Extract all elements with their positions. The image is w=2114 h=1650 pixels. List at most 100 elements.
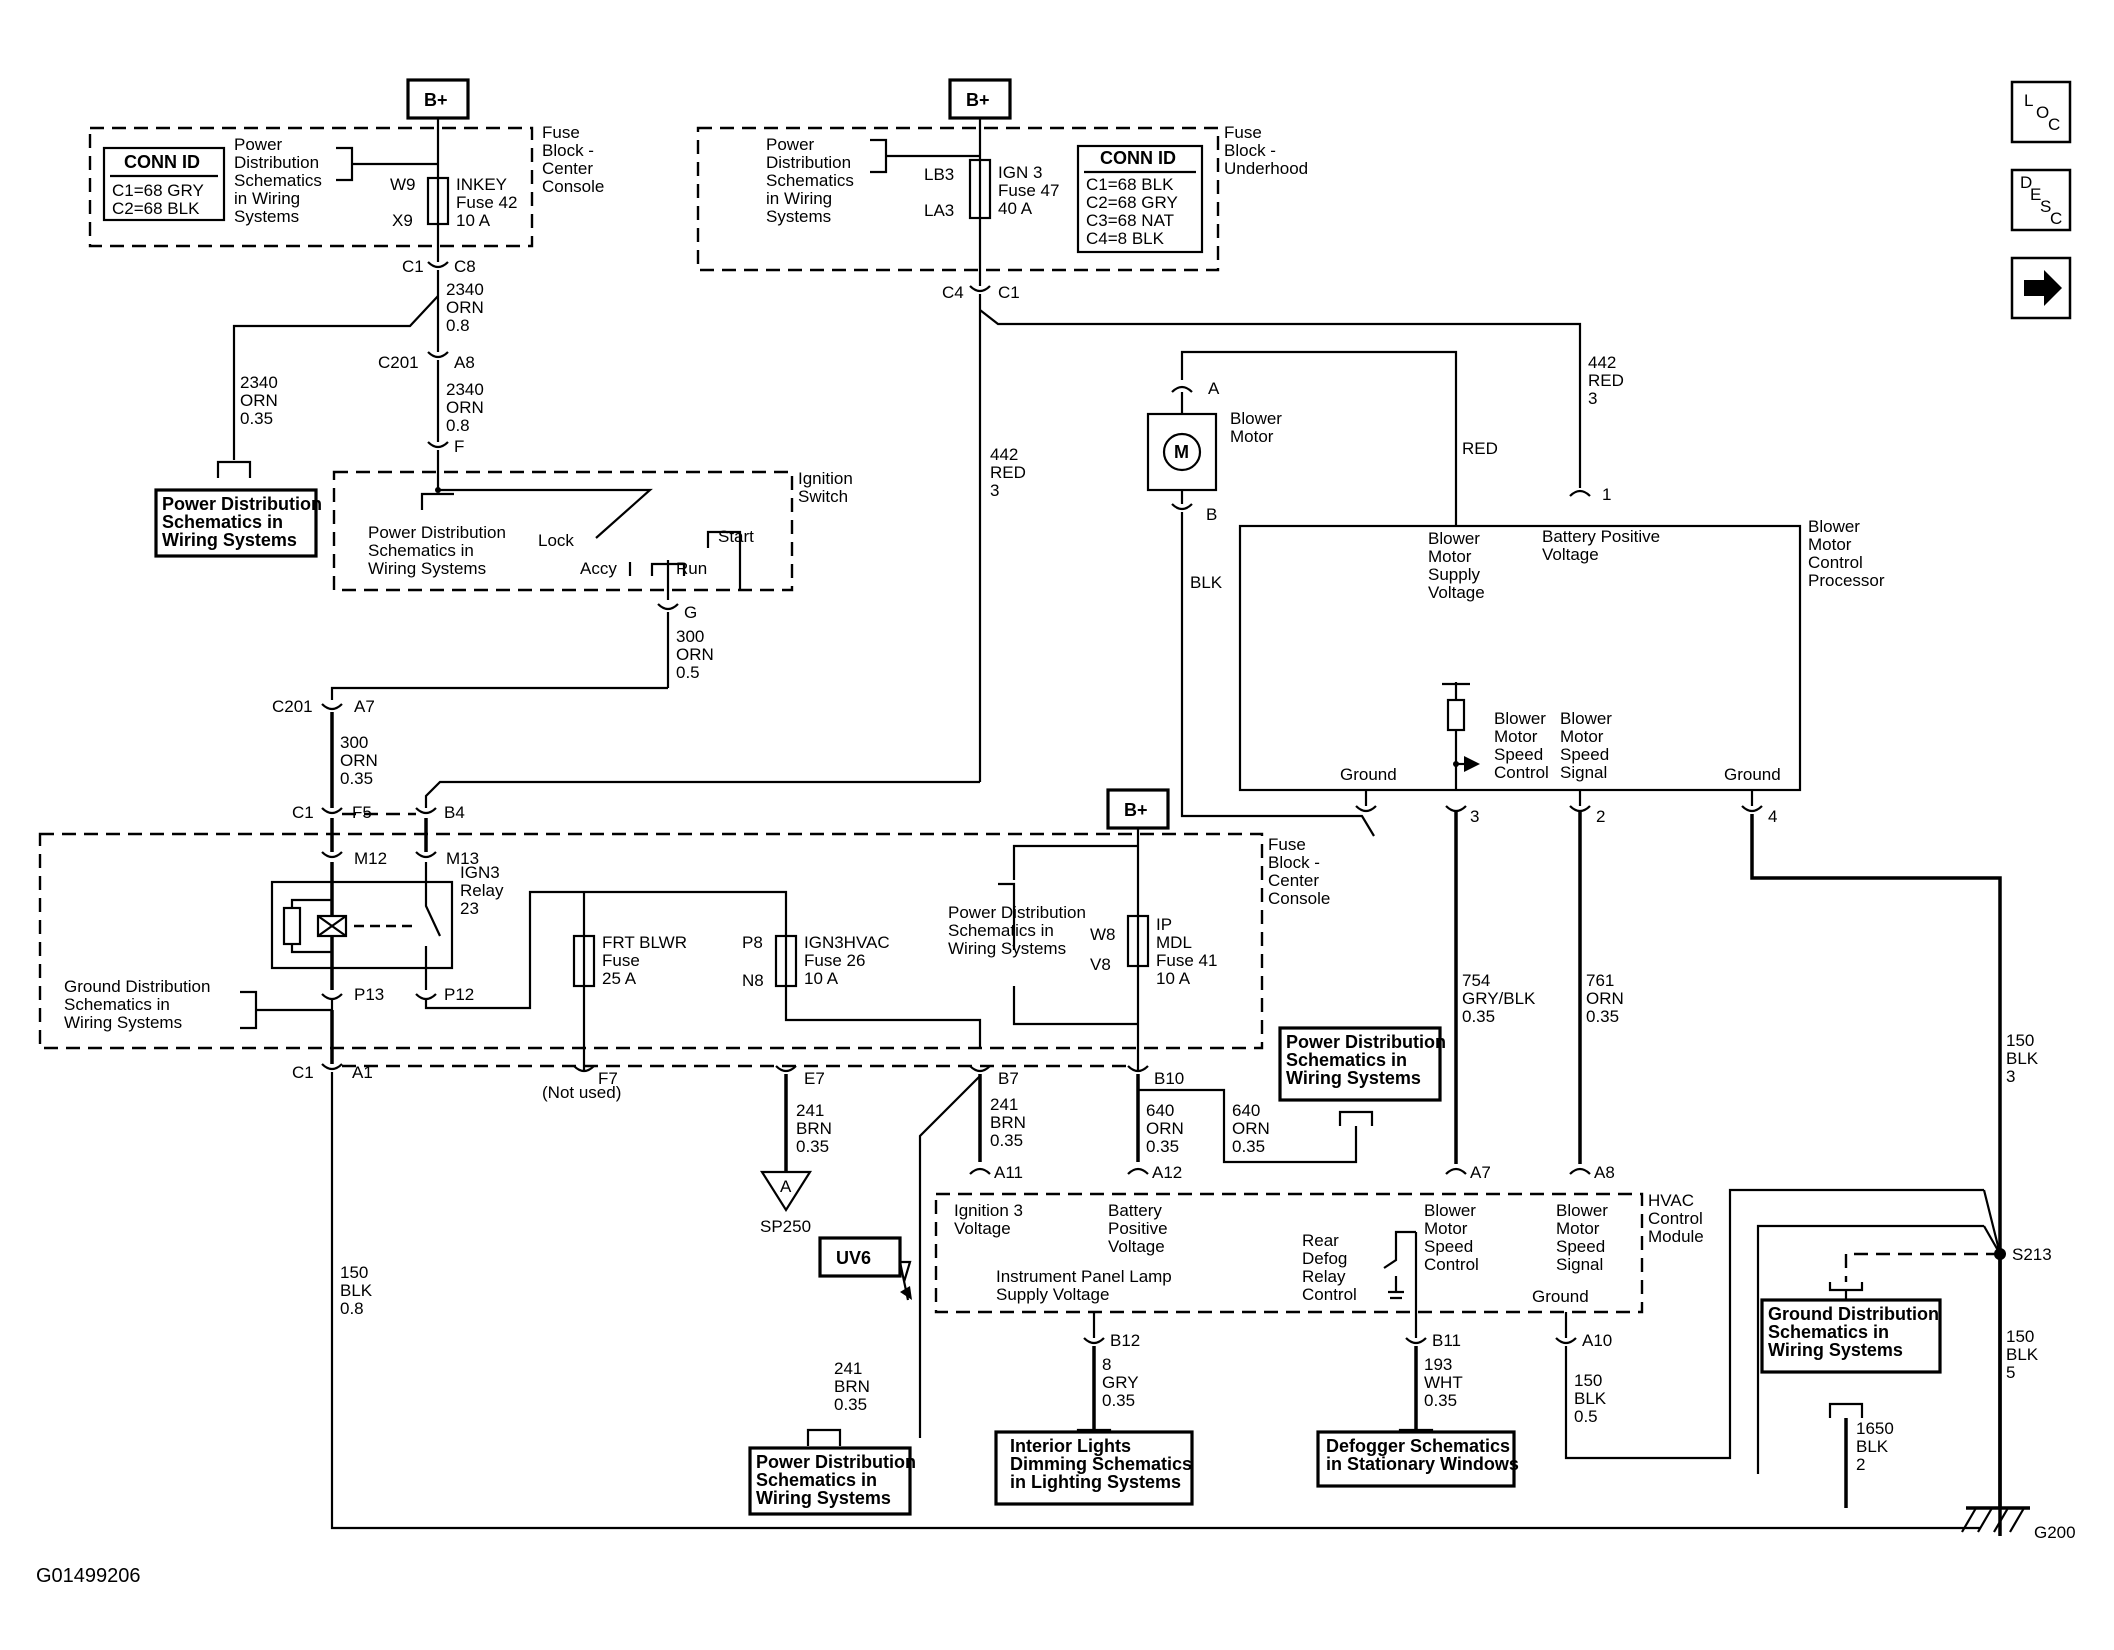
svg-text:Voltage: Voltage <box>954 1219 1011 1238</box>
svg-text:754: 754 <box>1462 971 1490 990</box>
connector-label: A8 <box>454 353 475 372</box>
wire-label-442-a: 442 RED 3 <box>990 445 1026 500</box>
svg-text:Wiring Systems: Wiring Systems <box>1768 1340 1903 1360</box>
svg-text:Speed: Speed <box>1560 745 1609 764</box>
svg-text:5: 5 <box>2006 1363 2015 1382</box>
connector-label: M13 <box>446 849 479 868</box>
next-arrow-button[interactable] <box>2010 256 2072 320</box>
connector-label: A7 <box>354 697 375 716</box>
bmcp-title: Blower Motor Control Processor <box>1808 517 1885 590</box>
hvac-ground: Ground <box>1532 1287 1589 1306</box>
svg-text:8: 8 <box>1102 1355 1111 1374</box>
connector-label: F7 <box>598 1069 618 1088</box>
wire-label-300-b: 300 ORN 0.35 <box>340 733 378 788</box>
connector-label: A12 <box>1152 1163 1182 1182</box>
svg-text:IGN3HVAC: IGN3HVAC <box>804 933 890 952</box>
wire-label-241-b: 241 BRN 0.35 <box>990 1095 1026 1150</box>
svg-text:0.35: 0.35 <box>834 1395 867 1414</box>
svg-text:Fuse: Fuse <box>542 123 580 142</box>
connector-label: C1 <box>292 803 314 822</box>
loc-button[interactable]: L O C <box>2010 80 2072 144</box>
svg-text:Ground Distribution: Ground Distribution <box>1768 1304 1939 1324</box>
svg-text:Motor: Motor <box>1556 1219 1600 1238</box>
svg-text:Motor: Motor <box>1560 727 1604 746</box>
svg-text:C1=68 BLK: C1=68 BLK <box>1086 175 1174 194</box>
svg-text:25 A: 25 A <box>602 969 637 988</box>
connector-label: P13 <box>354 985 384 1004</box>
desc-letter: E <box>2030 185 2041 204</box>
svg-text:Schematics in: Schematics in <box>368 541 474 560</box>
svg-text:Power: Power <box>234 135 283 154</box>
svg-text:Center: Center <box>1268 871 1319 890</box>
connector-label: C201 <box>378 353 419 372</box>
svg-text:2340: 2340 <box>446 380 484 399</box>
fuse-block-center-label: Fuse Block - Center Console <box>542 123 604 196</box>
connector-label: A7 <box>1470 1163 1491 1182</box>
desc-button[interactable]: D E S C <box>2010 168 2072 232</box>
svg-text:Relay: Relay <box>460 881 504 900</box>
ign3hvac-fuse: P8 N8 IGN3HVAC Fuse 26 10 A <box>742 933 890 990</box>
svg-text:Supply: Supply <box>1428 565 1480 584</box>
wire-label-761: 761 ORN 0.35 <box>1586 971 1624 1026</box>
svg-text:2340: 2340 <box>446 280 484 299</box>
svg-text:ORN: ORN <box>1232 1119 1270 1138</box>
svg-text:Fuse: Fuse <box>602 951 640 970</box>
connector-label: B10 <box>1154 1069 1184 1088</box>
svg-text:640: 640 <box>1146 1101 1174 1120</box>
connector-label: C1 <box>402 257 424 276</box>
pin-label: 1 <box>1602 485 1611 504</box>
svg-text:Distribution: Distribution <box>234 153 319 172</box>
svg-text:0.5: 0.5 <box>676 663 700 682</box>
connector-label: G <box>684 603 697 622</box>
power-distribution-ref: Power Distribution Schematics in Wiring … <box>234 135 438 226</box>
conn-id-box-2: CONN ID C1=68 BLK C2=68 GRY C3=68 NAT C4… <box>1076 144 1204 254</box>
connector-label: C8 <box>454 257 476 276</box>
svg-text:Fuse: Fuse <box>1268 835 1306 854</box>
svg-text:RED: RED <box>1588 371 1624 390</box>
svg-text:M: M <box>1174 442 1189 462</box>
svg-text:B+: B+ <box>424 90 448 110</box>
wire-label-300: 300 ORN 0.5 <box>676 627 714 682</box>
svg-text:Motor: Motor <box>1494 727 1538 746</box>
svg-text:3: 3 <box>1588 389 1597 408</box>
svg-text:Blower: Blower <box>1428 529 1480 548</box>
pin-label: 4 <box>1768 807 1777 826</box>
svg-text:C4=8 BLK: C4=8 BLK <box>1086 229 1165 248</box>
svg-text:Underhood: Underhood <box>1224 159 1308 178</box>
svg-text:Module: Module <box>1648 1227 1704 1246</box>
svg-text:BLK: BLK <box>340 1281 373 1300</box>
svg-text:241: 241 <box>796 1101 824 1120</box>
fuse-block-center-console-lower <box>38 832 1264 1050</box>
svg-text:INKEY: INKEY <box>456 175 507 194</box>
svg-text:Dimming Schematics: Dimming Schematics <box>1010 1454 1192 1474</box>
svg-text:Ignition 3: Ignition 3 <box>954 1201 1023 1220</box>
svg-text:Wiring Systems: Wiring Systems <box>162 530 297 550</box>
svg-text:UV6: UV6 <box>836 1248 871 1268</box>
svg-text:P8: P8 <box>742 933 763 952</box>
connector-label: F5 <box>352 803 372 822</box>
wire-label-442-b: 442 RED 3 <box>1588 353 1624 408</box>
svg-text:Fuse 41: Fuse 41 <box>1156 951 1217 970</box>
desc-letter: S <box>2040 197 2051 216</box>
svg-text:Blower: Blower <box>1556 1201 1608 1220</box>
svg-text:Schematics in: Schematics in <box>1768 1322 1889 1342</box>
svg-text:Schematics in: Schematics in <box>948 921 1054 940</box>
svg-text:0.35: 0.35 <box>1102 1391 1135 1410</box>
svg-text:Motor: Motor <box>1808 535 1852 554</box>
connector-label: A8 <box>1594 1163 1615 1182</box>
svg-text:CONN ID: CONN ID <box>124 152 200 172</box>
svg-text:3: 3 <box>990 481 999 500</box>
blower-motor-label: Blower <box>1230 409 1282 428</box>
ign3-relay: IGN3 Relay 23 <box>270 862 504 990</box>
svg-text:MDL: MDL <box>1156 933 1192 952</box>
desc-letter: C <box>2050 209 2062 228</box>
svg-text:241: 241 <box>834 1359 862 1378</box>
svg-text:in Lighting Systems: in Lighting Systems <box>1010 1472 1181 1492</box>
svg-text:40 A: 40 A <box>998 199 1033 218</box>
wire-label-150-5: 150 BLK 5 <box>2006 1327 2039 1382</box>
svg-text:10 A: 10 A <box>1156 969 1191 988</box>
svg-text:C3=68 NAT: C3=68 NAT <box>1086 211 1174 230</box>
svg-text:0.8: 0.8 <box>340 1299 364 1318</box>
svg-text:WHT: WHT <box>1424 1373 1463 1392</box>
pd-ref-underhood: Power Distribution Schematics in Wiring … <box>766 135 980 226</box>
